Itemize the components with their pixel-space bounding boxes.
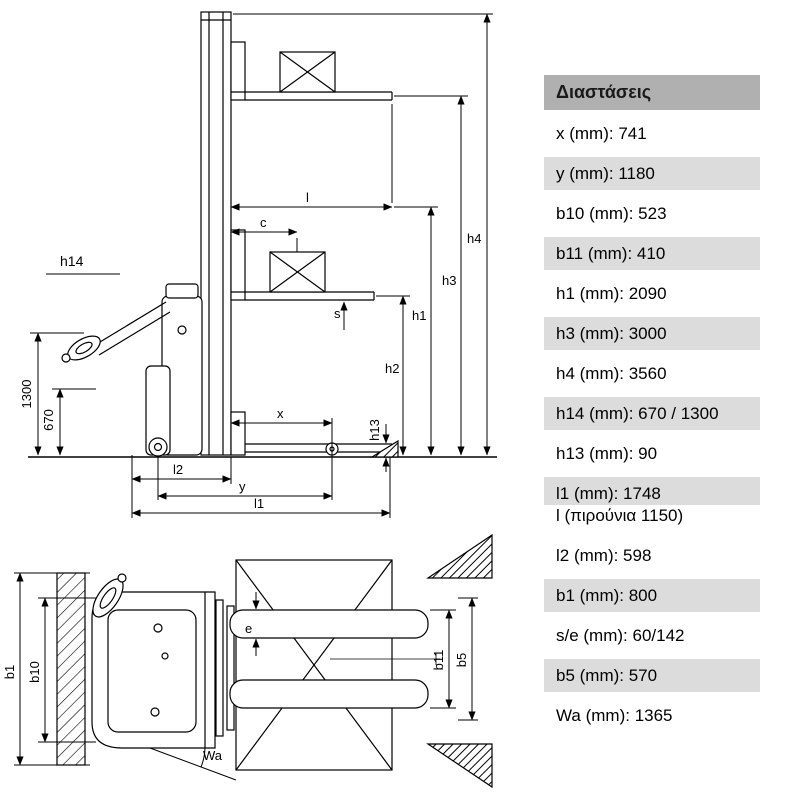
dim-label-y: y [239, 479, 246, 494]
spec-value: : 1365 [625, 706, 673, 725]
dim-label-h3: h3 [442, 273, 456, 288]
stacker-technical-drawing: h4 h3 h1 h2 h13 h14 1300 670 l c s x l2 … [2, 11, 497, 789]
pallet-outline [235, 559, 393, 771]
ground-wedge [369, 439, 399, 458]
spec-label: b10 (mm) [556, 204, 629, 223]
table-row: b1 (mm): 800 [544, 579, 760, 612]
dim-label-c: c [260, 215, 267, 230]
dim-label-l: l [306, 190, 309, 205]
dim-label-b1: b1 [2, 665, 17, 679]
dim-label-l2: l2 [173, 462, 183, 477]
fork-carriage-top [215, 599, 235, 737]
table-row: h13 (mm): 90 [544, 437, 760, 470]
dim-label-e: e [245, 621, 252, 636]
spec-label: l1 (mm) [556, 484, 614, 503]
spec-value: : 60/142 [623, 626, 685, 645]
spec-value: : 670 / 1300 [628, 404, 719, 423]
spec-value: : 1748 [613, 484, 661, 503]
spec-label: h3 (mm) [556, 324, 620, 343]
dim-label-670: 670 [41, 409, 56, 431]
table-row: Wa (mm): 1365 [544, 699, 760, 732]
table-row: h3 (mm): 3000 [544, 317, 760, 350]
dim-label-x: x [277, 406, 284, 421]
corner-triangle-bottom [426, 743, 493, 789]
tiller-arm [61, 301, 171, 363]
mid-fork [230, 229, 375, 301]
mid-load-box [269, 251, 326, 293]
table-row: h14 (mm): 670 / 1300 [544, 397, 760, 430]
dim-label-b5: b5 [454, 653, 469, 667]
spec-label: h4 (mm) [556, 364, 620, 383]
tiller-top [92, 573, 127, 618]
spec-label: s/e (mm) [556, 626, 624, 645]
table-row: h1 (mm): 2090 [544, 277, 760, 310]
table-row: l2 (mm): 598 [544, 539, 760, 572]
spec-value: : 1180 [608, 164, 655, 183]
upper-fork [230, 41, 393, 101]
dim-label-h4: h4 [467, 231, 481, 246]
spec-value: : 523 [628, 204, 667, 223]
spec-value: : 598 [613, 546, 652, 565]
spec-value: : 3000 [619, 324, 667, 343]
dimensions-table: Διαστάσεις x (mm): 741 y (mm): 1180 b10 … [544, 75, 760, 732]
dim-label-h1: h1 [412, 308, 426, 323]
spec-value: : 2090 [619, 284, 667, 303]
spec-value: : 570 [619, 666, 658, 685]
steer-angle [149, 747, 237, 781]
dim-label-l1: l1 [254, 496, 264, 511]
side-view-dimensions [30, 13, 493, 518]
spec-label: l2 (mm) [556, 546, 614, 565]
top-view [56, 533, 493, 789]
side-view [28, 11, 497, 458]
table-row: s/e (mm): 60/142 [544, 619, 760, 652]
drive-wheel [148, 437, 168, 457]
table-title: Διαστάσεις [544, 75, 760, 110]
spec-label: y (mm) [556, 164, 609, 183]
spec-label: b1 (mm) [556, 586, 620, 605]
spec-label: Wa (mm) [556, 706, 626, 725]
center-line [330, 653, 440, 665]
dim-label-h13: h13 [367, 419, 382, 441]
truck-body-top [91, 591, 216, 749]
table-rows: x (mm): 741 y (mm): 1180 b10 (mm): 523 b… [544, 117, 760, 732]
table-row: x (mm): 741 [544, 117, 760, 150]
top-view-dimensions [14, 572, 478, 766]
dim-label-h2: h2 [385, 361, 399, 376]
dim-label-wa: Wa [203, 748, 223, 763]
spec-value: : 741 [608, 124, 647, 143]
table-row: b11 (mm): 410 [544, 237, 760, 270]
dim-label-1300: 1300 [19, 380, 34, 409]
top-view-labels: b1 b10 b11 b5 e Wa [2, 621, 469, 763]
spec-label: x (mm) [556, 124, 609, 143]
spec-value: : 410 [627, 244, 666, 263]
table-row: l (πιρούνια 1150) [544, 505, 760, 532]
upper-load-box [279, 51, 336, 93]
fork-bottom [229, 679, 429, 709]
corner-triangle-top [426, 533, 493, 579]
spec-label: b11 (mm) [556, 244, 628, 263]
spec-label: h1 (mm) [556, 284, 620, 303]
spec-label: b5 (mm) [556, 666, 620, 685]
spec-label: h13 (mm) [556, 444, 629, 463]
spec-value: : 90 [628, 444, 658, 463]
spec-label: l (πιρούνια 1150) [556, 506, 684, 525]
table-row: h4 (mm): 3560 [544, 357, 760, 390]
dim-label-h14: h14 [60, 253, 84, 269]
side-view-labels: h4 h3 h1 h2 h13 h14 1300 670 l c s x l2 … [19, 190, 481, 511]
table-row: b5 (mm): 570 [544, 659, 760, 692]
mast [200, 11, 232, 456]
table-row: b10 (mm): 523 [544, 197, 760, 230]
spec-label: h14 (mm) [556, 404, 629, 423]
spec-value: : 3560 [619, 364, 667, 383]
dim-label-b10: b10 [27, 661, 42, 683]
dim-label-b11: b11 [431, 650, 446, 671]
table-row: l1 (mm): 1748 [544, 477, 760, 510]
wall-hatch [56, 572, 86, 766]
truck-body [145, 283, 203, 457]
dim-label-s: s [334, 306, 341, 321]
table-row: y (mm): 1180 [544, 157, 760, 190]
spec-value: : 800 [619, 586, 658, 605]
fork-top [229, 609, 429, 639]
